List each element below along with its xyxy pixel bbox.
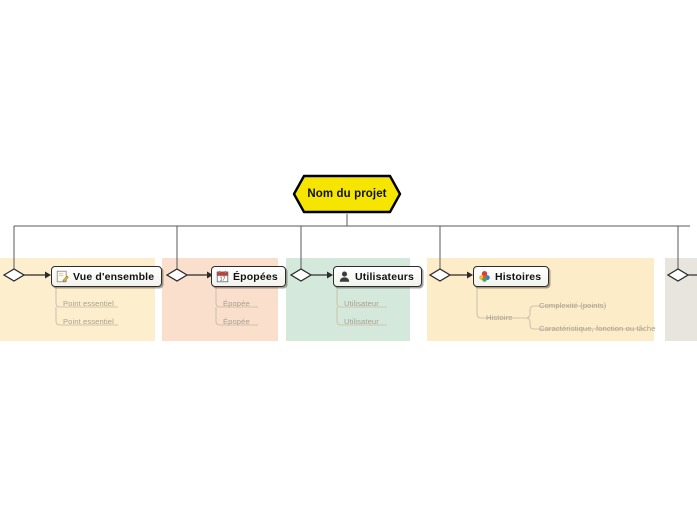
sub-item-epics-2: Épopée — [223, 317, 250, 326]
sub-item-users-1: Utilisateur — [344, 299, 379, 308]
sub-item-epics-1: Épopée — [223, 299, 250, 308]
sub-item-stories-complexity: Complexité (points) — [539, 301, 607, 310]
branch-label-overview: Vue d'ensemble — [73, 270, 155, 283]
branch-node-users[interactable]: Utilisateurs — [333, 266, 422, 287]
branch-node-stories[interactable]: Histoires — [473, 266, 550, 287]
flower-icon — [479, 271, 490, 282]
branch-node-epics[interactable]: 17 Épopées — [211, 266, 286, 287]
region-next — [665, 258, 697, 341]
sub-item-overview-1: Point essentiel — [63, 299, 114, 308]
sub-item-users-2: Utilisateur — [344, 317, 379, 326]
root-node-label: Nom du projet — [307, 188, 387, 200]
calendar-day-number: 17 — [220, 277, 226, 283]
sub-item-stories-histoire: Histoire — [486, 313, 513, 322]
user-bust-icon — [339, 271, 350, 282]
root-hexagon-shape — [292, 174, 402, 214]
root-node[interactable]: Nom du projet — [292, 174, 402, 214]
branch-label-users: Utilisateurs — [355, 270, 414, 283]
branch-label-stories: Histoires — [495, 270, 542, 283]
note-pencil-icon — [56, 270, 69, 283]
sub-item-stories-feature: Caractéristique, fonction ou tâche — [539, 324, 656, 333]
branch-label-epics: Épopées — [233, 270, 278, 283]
sub-item-overview-2: Point essentiel — [63, 317, 114, 326]
branch-node-overview[interactable]: Vue d'ensemble — [51, 266, 163, 287]
calendar-icon: 17 — [216, 270, 229, 283]
